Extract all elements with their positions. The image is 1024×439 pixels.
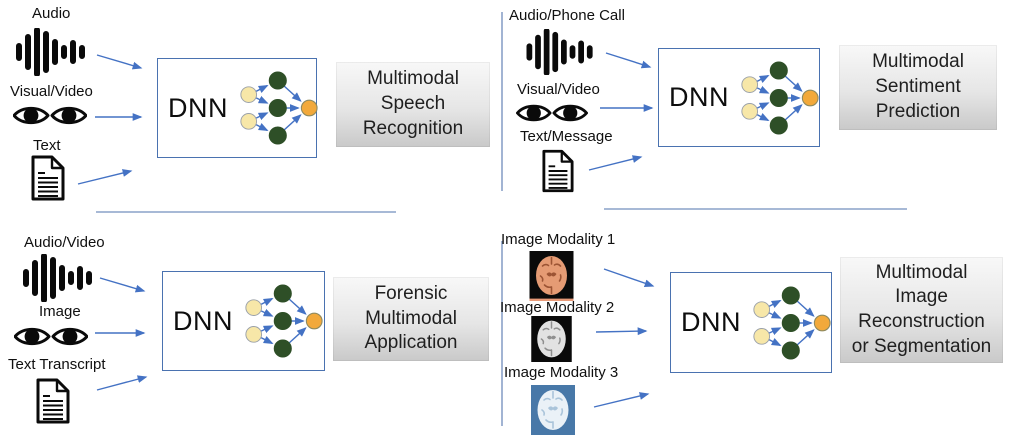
input-label: Image Modality 1	[501, 231, 616, 248]
input-label: Text	[33, 137, 61, 154]
output-label-speech-recognition: Multimodal Speech Recognition	[336, 62, 490, 147]
input-label: Visual/Video	[517, 81, 600, 98]
arrow-audio-to-dnn	[99, 277, 146, 293]
arrow-transcript-to-dnn	[96, 375, 148, 391]
input-label: Audio/Video	[24, 234, 105, 251]
arrow-text-to-dnn	[588, 155, 643, 171]
input-label: Audio/Phone Call	[509, 7, 625, 24]
brain-scan-gray-icon	[531, 316, 572, 362]
eyes-icon	[13, 106, 87, 125]
arrow-audio-to-dnn	[96, 54, 143, 70]
audio-waveform-icon	[23, 254, 92, 302]
output-label-forensic-application: Forensic Multimodal Application	[333, 277, 489, 361]
arrow-modality3-to-dnn	[593, 392, 650, 408]
neural-network-icon	[741, 60, 819, 135]
dnn-box: DNN	[157, 58, 318, 158]
input-label: Image Modality 2	[500, 299, 615, 316]
output-label-image-reconstruction: Multimodal Image Reconstruction or Segme…	[840, 257, 1003, 363]
dnn-box: DNN	[670, 272, 832, 373]
document-icon	[542, 149, 574, 193]
eyes-icon	[14, 327, 88, 346]
input-label: Visual/Video	[10, 83, 93, 100]
document-icon	[31, 155, 65, 201]
input-label: Text Transcript	[8, 356, 106, 373]
document-icon	[36, 378, 70, 424]
neural-network-icon	[245, 284, 323, 358]
input-label: Image Modality 3	[504, 364, 619, 381]
neural-network-icon	[753, 285, 831, 360]
brain-scan-orange-icon	[529, 251, 574, 301]
dnn-label: DNN	[168, 92, 228, 123]
input-label: Image	[39, 303, 81, 320]
neural-network-icon	[240, 71, 318, 145]
arrow-modality1-to-dnn	[603, 268, 655, 287]
dnn-label: DNN	[681, 307, 741, 337]
eyes-icon	[516, 104, 588, 122]
audio-waveform-icon	[16, 28, 85, 76]
input-label: Audio	[32, 5, 71, 22]
dnn-label: DNN	[173, 305, 233, 336]
input-label: Text/Message	[520, 128, 613, 145]
dnn-box: DNN	[658, 48, 820, 147]
brain-scan-blue-icon	[531, 385, 575, 435]
arrow-modality2-to-dnn	[595, 327, 648, 336]
output-label-sentiment-prediction: Multimodal Sentiment Prediction	[839, 45, 997, 130]
dnn-box: DNN	[162, 271, 325, 371]
dnn-label: DNN	[669, 82, 729, 112]
arrow-audio-to-dnn	[605, 52, 652, 69]
audio-waveform-icon	[526, 29, 593, 75]
arrow-text-to-dnn	[77, 169, 133, 185]
